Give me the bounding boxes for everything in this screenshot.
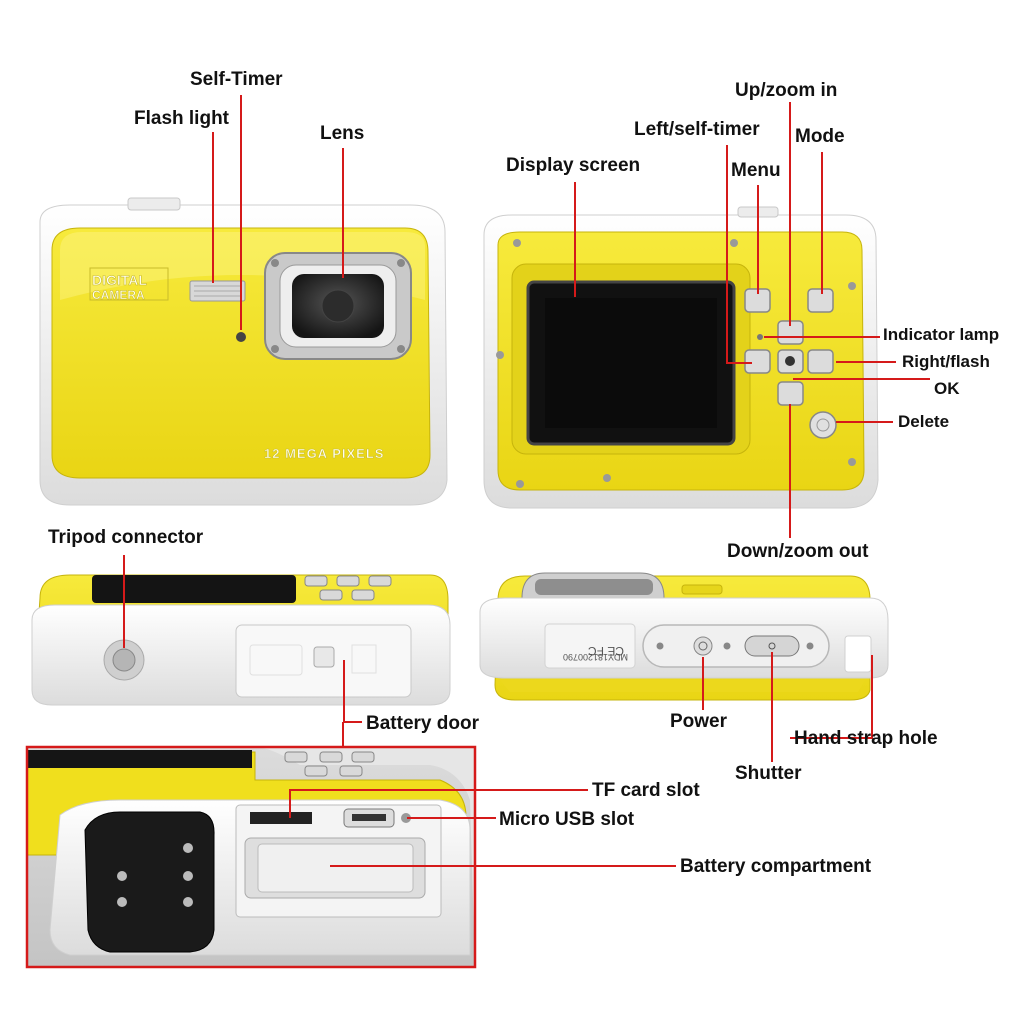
label-battery-door: Battery door	[366, 713, 479, 734]
model-code-print: MDY181200790	[563, 652, 628, 662]
label-ok: OK	[934, 379, 960, 398]
leader-tf-card	[289, 789, 588, 818]
label-power: Power	[670, 711, 728, 732]
label-shutter: Shutter	[735, 763, 802, 784]
camera-printed-text: DIGITAL CAMERA 12 MEGA PIXELS CE FC MDY1…	[92, 272, 628, 662]
label-battery-compartment: Battery compartment	[680, 856, 872, 877]
brand-line-2: CAMERA	[92, 288, 145, 302]
label-tripod-connector: Tripod connector	[48, 527, 204, 548]
leader-lines	[123, 95, 930, 867]
label-lens: Lens	[320, 123, 365, 144]
label-indicator-lamp: Indicator lamp	[883, 325, 1000, 344]
label-micro-usb-slot: Micro USB slot	[499, 809, 635, 830]
back-view	[483, 206, 879, 509]
top-view	[479, 572, 889, 701]
bottom-view	[31, 574, 451, 706]
cert-marks-print: CE FC	[588, 644, 624, 658]
megapixels-print: 12 MEGA PIXELS	[264, 446, 384, 461]
detail-highlight-frame	[25, 745, 477, 969]
leader-left-self-timer	[726, 145, 752, 364]
label-down-zoom-out: Down/zoom out	[727, 541, 869, 562]
label-menu: Menu	[731, 160, 781, 181]
label-mode: Mode	[795, 126, 845, 147]
battery-detail-view	[25, 745, 477, 969]
label-right-flash: Right/flash	[902, 352, 990, 371]
leader-hand-strap	[790, 655, 873, 739]
label-self-timer: Self-Timer	[190, 69, 283, 90]
label-flash-light: Flash light	[134, 108, 229, 129]
front-view	[39, 197, 448, 506]
label-left-self-timer: Left/self-timer	[634, 119, 760, 140]
label-hand-strap-hole: Hand strap hole	[794, 728, 938, 749]
label-tf-card-slot: TF card slot	[592, 780, 700, 801]
brand-line-1: DIGITAL	[92, 272, 147, 288]
label-delete: Delete	[898, 412, 950, 431]
label-up-zoom-in: Up/zoom in	[735, 80, 838, 101]
label-display-screen: Display screen	[506, 155, 641, 176]
